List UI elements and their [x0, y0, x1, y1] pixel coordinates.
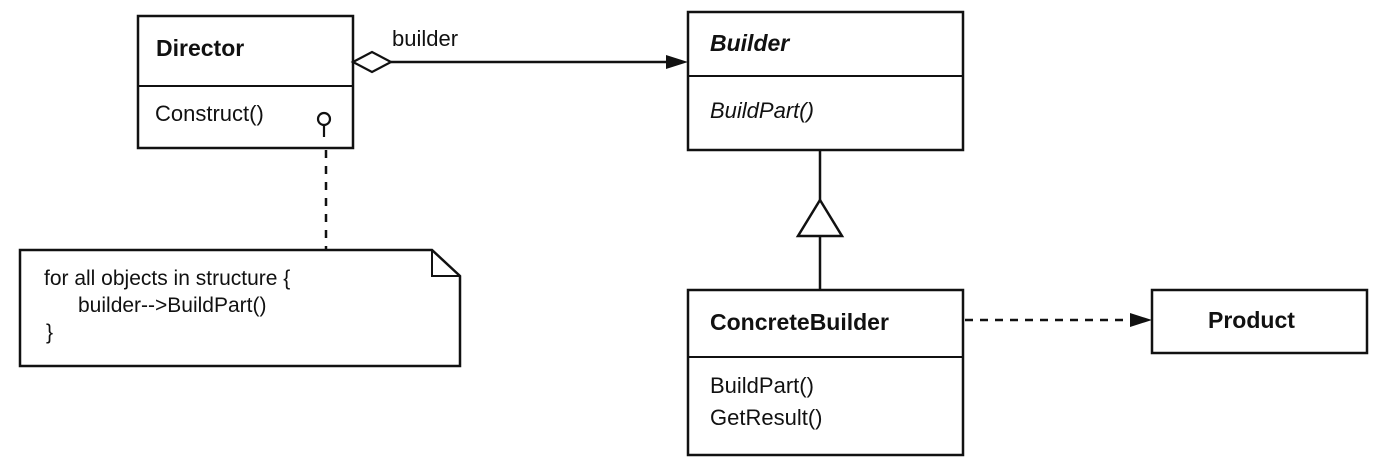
director-name: Director	[156, 35, 245, 61]
product-box	[1150, 288, 1369, 355]
note-line-2: builder-->BuildPart()	[78, 294, 267, 317]
concrete-builder-box	[686, 288, 965, 457]
association-arrowhead	[666, 55, 688, 69]
concrete-builder-operation-2: GetResult()	[710, 405, 823, 430]
director-box	[136, 14, 355, 150]
note-line-1: for all objects in structure {	[44, 267, 291, 290]
builder-name: Builder	[710, 30, 790, 56]
association-role-label: builder	[392, 26, 459, 51]
note-fold	[431, 250, 460, 277]
dependency-arrowhead	[1130, 313, 1152, 327]
note-border	[18, 248, 462, 368]
dependency	[965, 313, 1152, 327]
builder-operation: BuildPart()	[710, 98, 814, 123]
aggregation-association	[350, 50, 688, 74]
director-class	[136, 14, 355, 150]
concrete-builder-class	[686, 288, 965, 457]
builder-box	[686, 10, 965, 152]
product-name: Product	[1208, 307, 1295, 333]
note-anchor-circle	[316, 111, 332, 127]
director-operation: Construct()	[155, 101, 264, 126]
concrete-builder-operation-1: BuildPart()	[710, 373, 814, 398]
note	[18, 248, 462, 368]
concrete-builder-name: ConcreteBuilder	[710, 309, 889, 335]
builder-class	[686, 10, 965, 152]
generalization-triangle	[795, 197, 845, 238]
note-line-3: }	[46, 321, 54, 344]
generalization	[795, 150, 845, 290]
aggregation-diamond	[350, 50, 394, 74]
